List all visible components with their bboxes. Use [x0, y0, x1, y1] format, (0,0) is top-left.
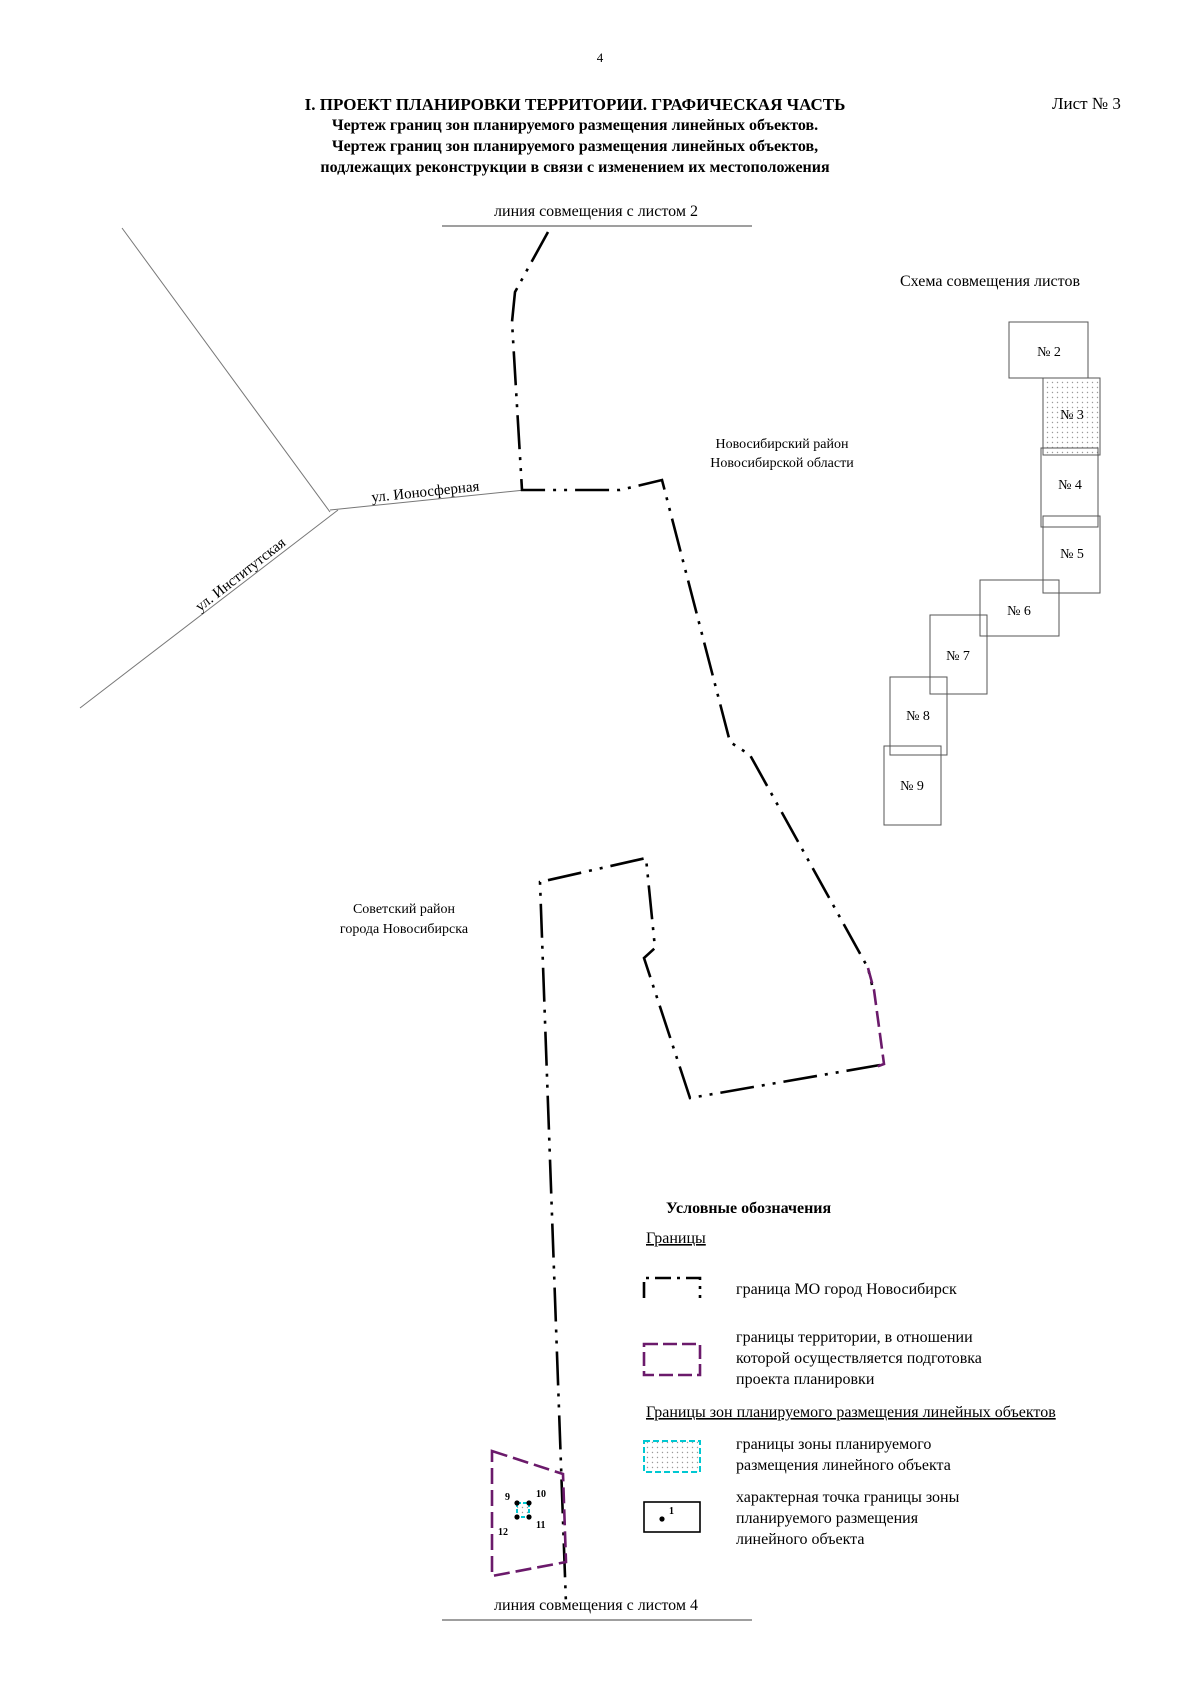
legend-territory-label-1: границы территории, в отношении: [736, 1329, 973, 1346]
legend-mo-border-label: граница МО город Новосибирск: [736, 1281, 957, 1298]
point-label-9: 9: [505, 1492, 510, 1503]
legend-title: Условные обозначения: [666, 1200, 832, 1217]
key-sheet-6: [979, 579, 1060, 637]
key-sheet-2: [1008, 321, 1089, 379]
legend-point-label-3: линейного объекта: [736, 1531, 864, 1548]
bottom-match-line: линия совмещения с листом 4: [442, 1597, 752, 1621]
point-label-12: 12: [498, 1527, 508, 1538]
planned-zone-boundary: [516, 1502, 530, 1518]
legend-mo-border-sample: [642, 1276, 702, 1298]
key-sheet-3: [1042, 377, 1101, 456]
district-novosibirsk-rayon-2: Новосибирской области: [710, 456, 854, 471]
legend-point-label-1: характерная точка границы зоны: [736, 1489, 960, 1506]
legend: Условные обозначения Границы граница МО …: [642, 1200, 1056, 1548]
street-ionosfernaya-label: ул. Ионосферная: [371, 479, 481, 506]
key-sheet-8-label: № 8: [906, 709, 930, 724]
key-sheet-3-label: № 3: [1060, 408, 1084, 423]
legend-point-sample: [643, 1501, 701, 1533]
key-sheet-6-label: № 6: [1007, 604, 1031, 619]
legend-territory-sample: [642, 1342, 702, 1377]
key-map: Схема совмещения листов № 2 № 3 № 4 № 5 …: [883, 273, 1101, 826]
key-sheet-4: [1040, 447, 1099, 528]
point-12: [514, 1514, 520, 1520]
sheet-number: Лист № 3: [1052, 94, 1121, 113]
district-sovetsky-2: города Новосибирска: [340, 922, 469, 937]
streets: [79, 227, 526, 709]
territory-border-south: [490, 1449, 568, 1578]
key-sheet-7-label: № 7: [946, 649, 970, 664]
street-line-north: [121, 227, 331, 513]
legend-territory-label-2: которой осуществляется подготовка: [736, 1350, 982, 1367]
legend-section-zones: Границы зон планируемого размещения лине…: [646, 1404, 1056, 1421]
mo-border-south: [538, 856, 881, 1605]
legend-zone-label-1: границы зоны планируемого: [736, 1436, 931, 1453]
key-sheet-9-label: № 9: [900, 779, 924, 794]
point-10: [526, 1500, 532, 1506]
legend-point-label-2: планируемого размещения: [736, 1510, 919, 1527]
title-block: I. ПРОЕКТ ПЛАНИРОВКИ ТЕРРИТОРИИ. ГРАФИЧЕ…: [230, 94, 920, 178]
key-sheet-5-label: № 5: [1060, 547, 1084, 562]
title-line-4: подлежащих реконструкции в связи с измен…: [320, 159, 830, 176]
legend-zone-sample: [643, 1440, 701, 1473]
key-sheet-9: [883, 745, 942, 826]
street-line-southwest: [79, 509, 339, 709]
key-map-title: Схема совмещения листов: [900, 273, 1080, 290]
key-sheet-2-label: № 2: [1037, 345, 1061, 360]
key-sheet-8: [889, 676, 948, 756]
point-label-10: 10: [536, 1489, 546, 1500]
legend-territory-label-3: проекта планировки: [736, 1371, 875, 1388]
legend-zone-label-2: размещения линейного объекта: [736, 1457, 951, 1474]
street-line-ionosfernaya: [329, 489, 526, 511]
page-title: I. ПРОЕКТ ПЛАНИРОВКИ ТЕРРИТОРИИ. ГРАФИЧЕ…: [304, 95, 846, 114]
top-match-line: линия совмещения с листом 2: [442, 203, 752, 227]
key-sheet-7: [929, 614, 988, 695]
legend-section-borders: Границы: [646, 1230, 706, 1247]
district-sovetsky-1: Советский район: [353, 902, 456, 917]
key-sheet-4-label: № 4: [1058, 478, 1082, 493]
district-novosibirsk-rayon-1: Новосибирский район: [716, 437, 850, 452]
legend-point-sample-label: 1: [669, 1506, 674, 1517]
territory-border-east: [866, 967, 886, 1070]
mo-border-north: [510, 231, 874, 986]
legend-point-dot: [659, 1516, 665, 1522]
title-line-3: Чертеж границ зон планируемого размещени…: [331, 138, 819, 155]
title-line-2: Чертеж границ зон планируемого размещени…: [331, 117, 819, 134]
key-sheet-5: [1042, 515, 1101, 594]
point-label-11: 11: [536, 1520, 545, 1531]
street-institutskaya-label: ул. Институтская: [193, 535, 289, 615]
point-11: [526, 1514, 532, 1520]
bottom-match-label: линия совмещения с листом 4: [494, 1597, 698, 1614]
point-9: [514, 1500, 520, 1506]
page-number: 4: [596, 50, 604, 65]
top-match-label: линия совмещения с листом 2: [494, 203, 698, 220]
